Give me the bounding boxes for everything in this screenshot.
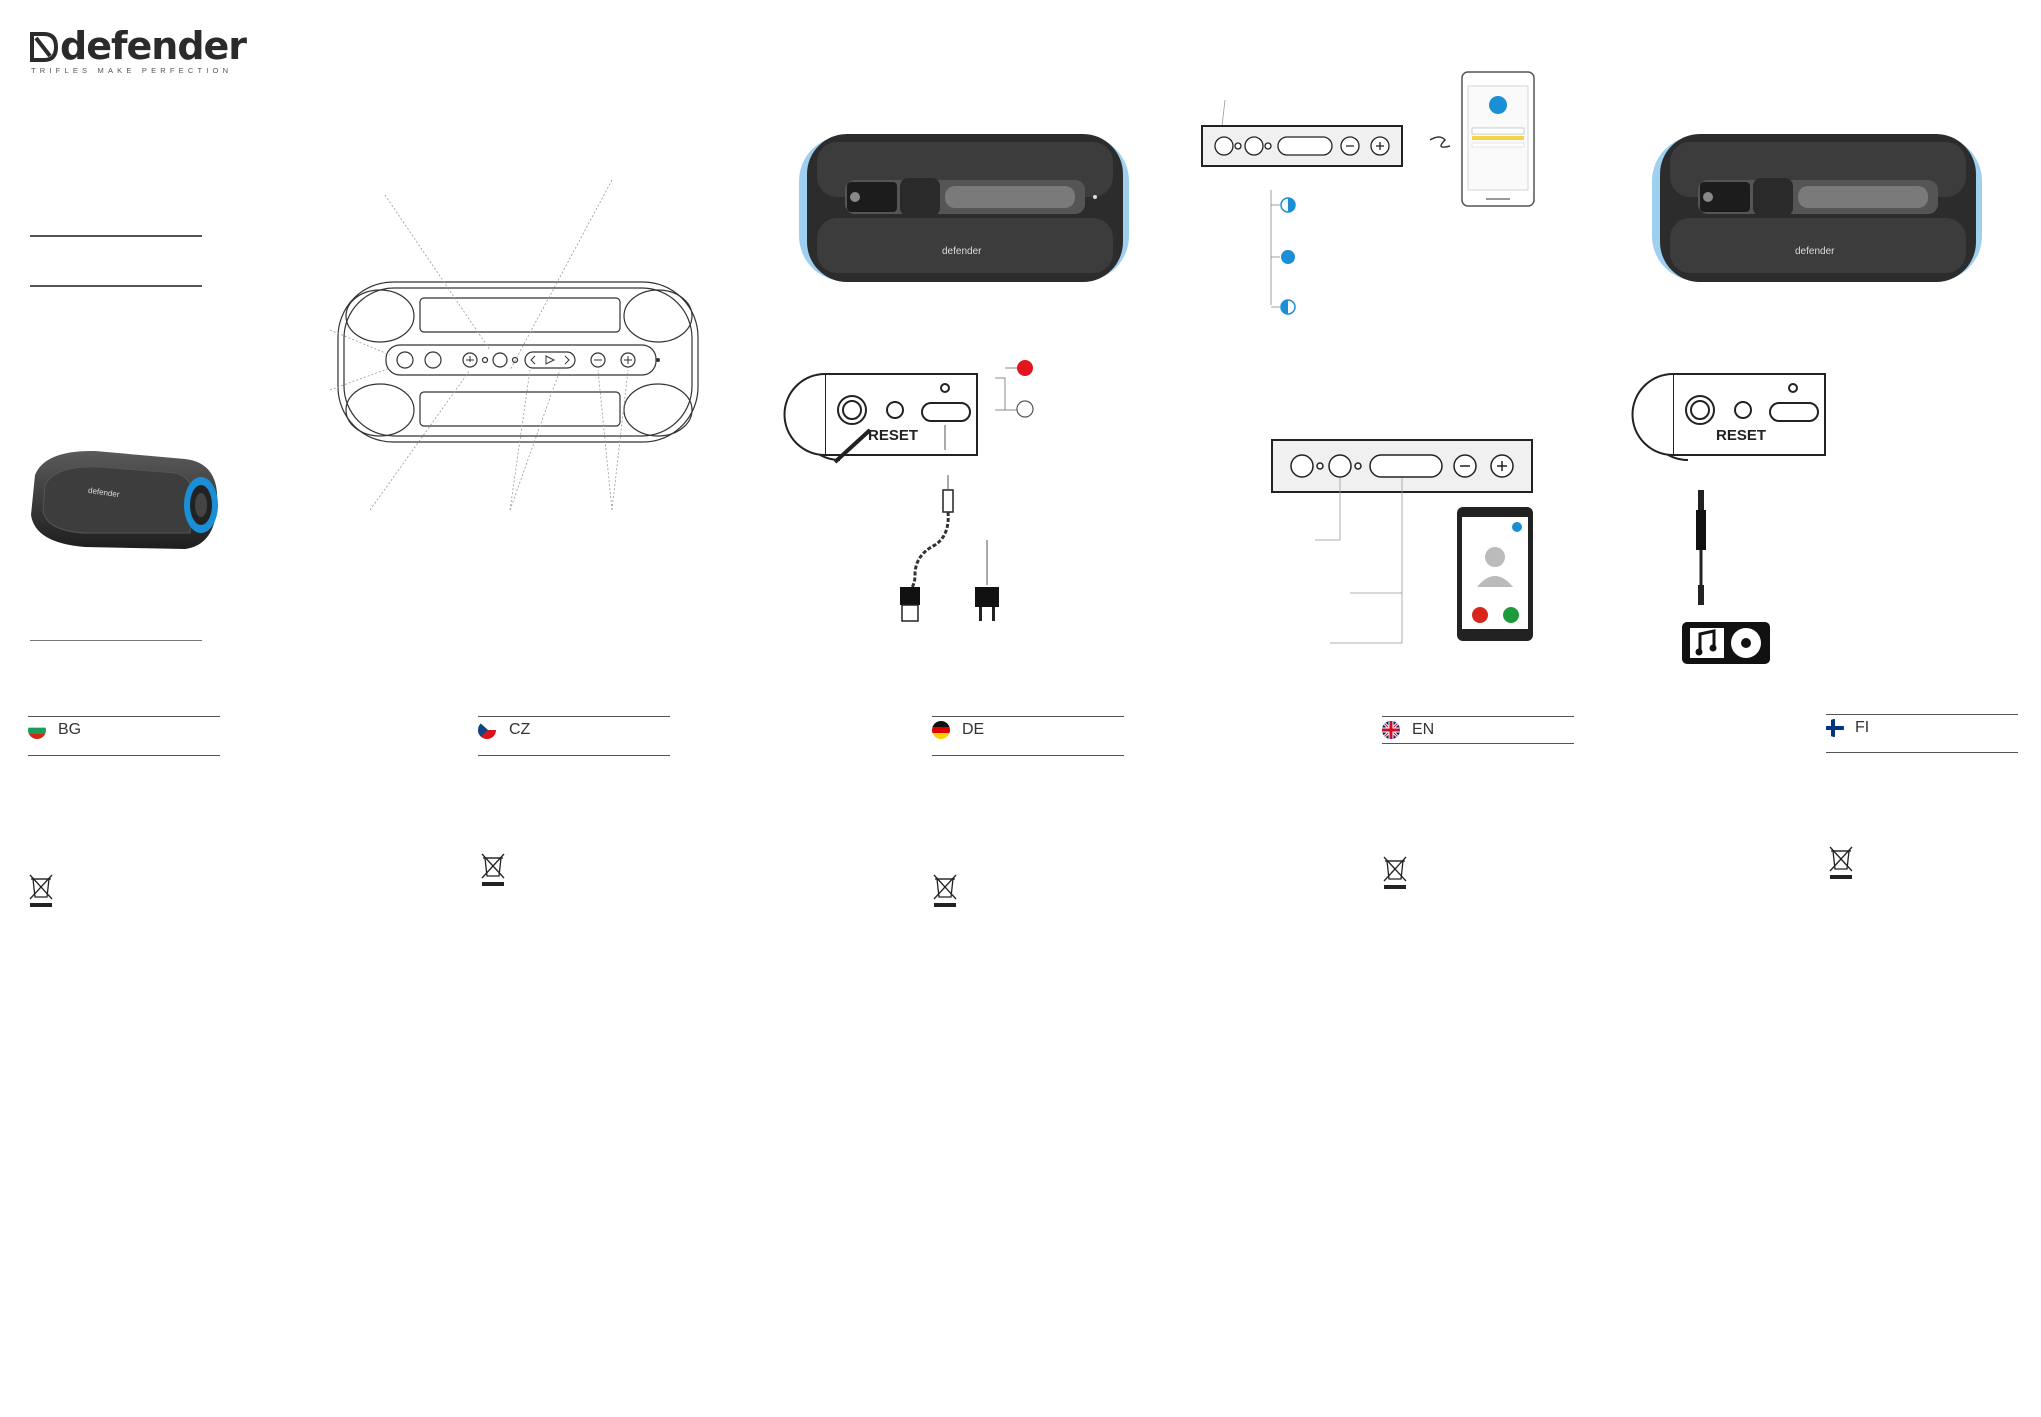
- divider: [932, 755, 1124, 756]
- reset-label: RESET: [1716, 427, 1767, 444]
- divider: [30, 640, 202, 641]
- speaker-brand-text: defender: [942, 246, 982, 257]
- divider: [1382, 743, 1574, 744]
- weee-crossed-bin-icon: [29, 874, 53, 907]
- control-panel-pairing: [1201, 99, 1403, 167]
- brand-name: defender: [60, 24, 247, 68]
- flag-bg-icon: [28, 721, 46, 739]
- flag-cz-icon: [478, 721, 496, 739]
- speaker-top-view-charging: [799, 134, 1129, 282]
- divider: [1826, 714, 2018, 715]
- flag-de-icon: [932, 721, 950, 739]
- control-panel-calls: [1271, 439, 1533, 644]
- flag-en-icon: [1382, 721, 1400, 739]
- lang-label: CZ: [509, 721, 531, 738]
- divider: [28, 755, 220, 756]
- weee-crossed-bin-icon: [1383, 856, 1407, 889]
- lang-label: EN: [1412, 721, 1435, 738]
- led-pairing-indicators: [1270, 190, 1296, 315]
- divider: [28, 716, 220, 717]
- divider: [1826, 752, 2018, 753]
- speaker-outline-diagram: [329, 179, 699, 511]
- reject-call-icon: [1472, 607, 1488, 623]
- divider: [30, 235, 202, 237]
- lang-label: DE: [962, 721, 985, 738]
- speaker-brand-text: defender: [1795, 246, 1835, 257]
- speaker-top-view-aux: [1652, 134, 1982, 282]
- aux-port-closeup: [1631, 373, 1826, 461]
- divider: [478, 755, 670, 756]
- divider: [1382, 716, 1574, 717]
- divider: [478, 716, 670, 717]
- weee-crossed-bin-icon: [1829, 846, 1853, 879]
- speaker-product-photo: [31, 450, 218, 549]
- lang-label: FI: [1855, 719, 1870, 736]
- lang-label: BG: [58, 721, 82, 738]
- led-red-icon: [1017, 360, 1033, 376]
- weee-crossed-bin-icon: [933, 874, 957, 907]
- usb-cable-icon: [900, 475, 999, 622]
- defender-logo-icon: [30, 32, 59, 62]
- smartphone-bluetooth-icon: [1429, 71, 1535, 207]
- brand-tagline: TRIFLES MAKE PERFECTION: [31, 66, 233, 75]
- accept-call-icon: [1503, 607, 1519, 623]
- weee-crossed-bin-icon: [481, 853, 505, 886]
- led-status-indicators: [995, 360, 1034, 418]
- flag-fi-icon: [1826, 719, 1844, 737]
- reset-label: RESET: [868, 427, 919, 444]
- led-off-icon: [1016, 400, 1034, 418]
- divider: [30, 285, 202, 287]
- smartphone-call-icon: [1457, 507, 1533, 641]
- divider: [932, 716, 1124, 717]
- aux-cable-music-player-icon: [1682, 490, 1770, 664]
- reset-port-closeup: [783, 373, 978, 464]
